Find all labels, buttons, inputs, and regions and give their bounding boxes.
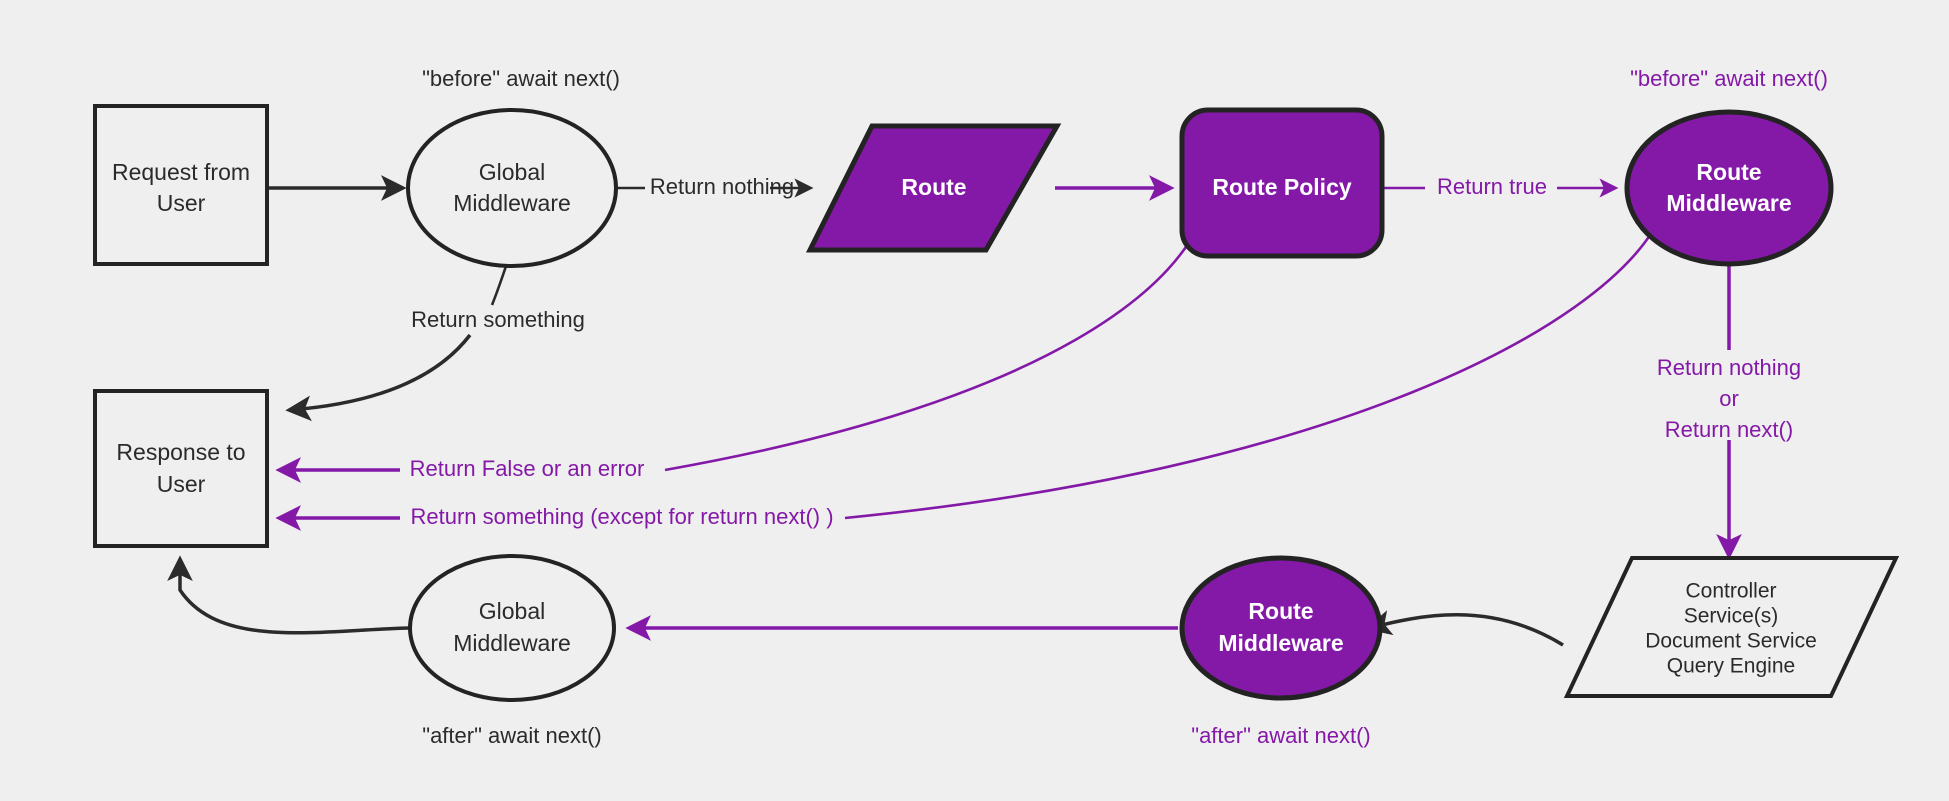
node-controller-stack[interactable]: Controller Service(s) Document Service Q…	[1563, 556, 1900, 698]
edge-label-return-nothing-or-next-line1: Return nothing	[1657, 355, 1801, 380]
node-controller-stack-line2: Service(s)	[1684, 605, 1779, 628]
node-global-middleware-bottom-line2: Middleware	[453, 630, 571, 656]
node-route-middleware-bottom-line2: Middleware	[1218, 630, 1343, 656]
node-response-to-user[interactable]: Response to User	[93, 389, 269, 548]
edge-route-middleware-to-label-return-something-except	[844, 221, 1660, 520]
node-global-middleware-bottom[interactable]: Global Middleware	[408, 554, 616, 702]
node-global-middleware-bottom-line1: Global	[479, 598, 545, 624]
node-route-middleware-bottom-line1: Route	[1248, 598, 1313, 624]
annotation-before-await-next-route: "before" await next()	[1630, 66, 1828, 91]
edge-label-return-true: Return true	[1437, 174, 1547, 199]
node-route-policy-label: Route Policy	[1212, 174, 1352, 200]
edge-label-return-nothing: Return nothing	[650, 174, 794, 199]
node-controller-stack-line1: Controller	[1685, 580, 1776, 603]
node-route-middleware-top-line2: Middleware	[1666, 190, 1791, 216]
annotation-before-await-next-global: "before" await next()	[422, 66, 620, 91]
annotation-after-await-next-global: "after" await next()	[422, 723, 601, 748]
node-global-middleware-top-line2: Middleware	[453, 190, 571, 216]
node-route-label: Route	[901, 174, 966, 200]
node-global-middleware-top-line1: Global	[479, 159, 545, 185]
node-global-middleware-top[interactable]: Global Middleware	[406, 108, 618, 268]
edge-label-return-nothing-or-next-line3: Return next()	[1665, 417, 1793, 442]
node-response-to-user-line2: User	[157, 471, 206, 497]
node-route-middleware-top[interactable]: Route Middleware	[1624, 109, 1834, 267]
node-route-policy[interactable]: Route Policy	[1179, 107, 1385, 259]
edge-label-return-something-except-next: Return something (except for return next…	[410, 504, 833, 529]
node-route-middleware-bottom[interactable]: Route Middleware	[1179, 555, 1383, 701]
node-request-from-user[interactable]: Request from User	[93, 104, 269, 266]
node-controller-stack-line4: Query Engine	[1667, 655, 1795, 678]
annotation-after-await-next-route: "after" await next()	[1191, 723, 1370, 748]
edge-label-return-nothing-or-next-line2: or	[1719, 386, 1739, 411]
edge-global-middleware-bottom-to-response	[167, 555, 411, 635]
edge-label-return-something: Return something	[411, 307, 585, 332]
node-response-to-user-line1: Response to	[116, 439, 245, 465]
edge-return-something-to-response	[285, 333, 472, 422]
node-route-middleware-top-line1: Route	[1696, 159, 1761, 185]
node-route[interactable]: Route	[805, 123, 1062, 253]
node-request-from-user-line2: User	[157, 190, 206, 216]
edge-controller-to-route-middleware-bottom	[1365, 610, 1564, 647]
node-controller-stack-line3: Document Service	[1645, 630, 1817, 653]
edge-label-return-false-or-error: Return False or an error	[410, 456, 645, 481]
node-request-from-user-line1: Request from	[112, 159, 250, 185]
